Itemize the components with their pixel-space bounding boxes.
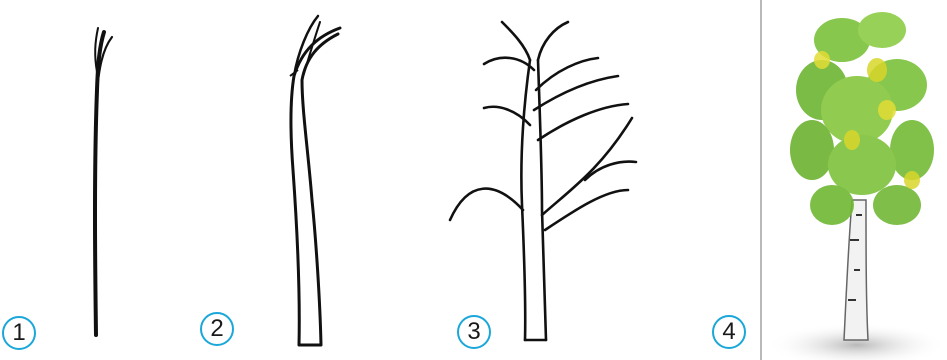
step-number-badge: 3 xyxy=(457,315,491,349)
step-4-panel xyxy=(762,0,947,360)
step-number-badge: 1 xyxy=(2,316,36,350)
step-2-panel: 2 xyxy=(190,0,380,360)
birch-tree-watercolor-icon xyxy=(762,0,947,360)
birch-branches-outline-icon xyxy=(380,0,700,360)
birch-stem-line-icon xyxy=(0,0,190,360)
step-number-badge: 4 xyxy=(712,315,746,349)
step-number-badge: 2 xyxy=(200,312,234,346)
step-1-panel: 1 xyxy=(0,0,190,360)
step-3-panel: 3 xyxy=(380,0,700,360)
birch-trunk-outline-icon xyxy=(190,0,380,360)
